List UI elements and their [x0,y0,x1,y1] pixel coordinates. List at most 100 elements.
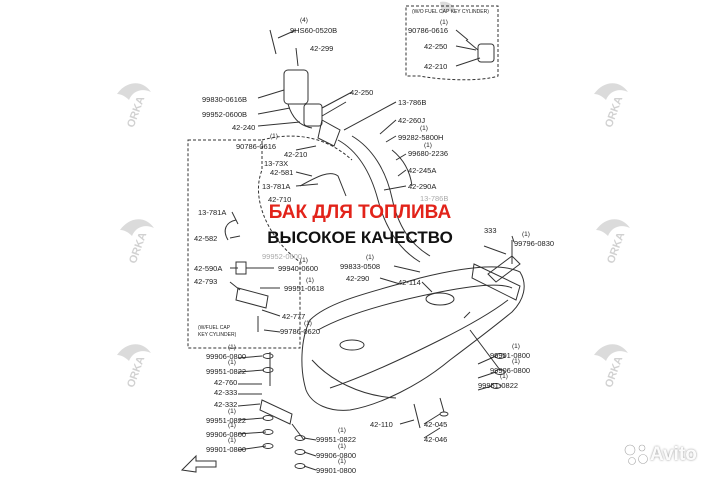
part-callout: 42-260J [398,116,426,125]
tank-side-ridge [329,299,509,389]
part-callout: 42-046 [424,435,448,444]
part-callout: 333 [484,226,497,235]
part-callout: 13-781A [262,182,291,191]
part-callout: 99951-0822 [206,416,247,425]
filler-neck [337,139,421,263]
part-callout: 42-290 [346,274,370,283]
pump-flange [425,292,455,306]
washer [262,415,274,421]
tank-body [301,266,525,411]
part-qty: (1) [338,458,346,465]
nut [262,429,274,435]
part-callout: 99901-0800 [490,351,531,360]
part-callout: 99833-0508 [340,262,381,271]
strap-lower [469,329,501,371]
part-callout: 99282-5800H [398,133,444,142]
part-qty: (1) [512,358,520,365]
bracket-right [487,255,521,283]
part-callout: 90786-0616 [408,26,449,35]
tank-lower-edge [311,359,397,399]
lower-bracket [235,287,269,309]
part-qty: (1) [440,19,448,26]
sender-flange [339,339,365,351]
part-callout: 13-73X [264,159,289,168]
part-qty: (1) [338,443,346,450]
part-callout: 42-760 [214,378,238,387]
part-callout: 42-045 [424,420,448,429]
part-qty: (1) [228,437,236,444]
bracket-left [259,399,293,425]
part-callout: 99951-0618 [284,284,325,293]
breather-hose [299,173,347,197]
part-callout: 42-210 [284,150,308,159]
part-callout: 42-299 [310,44,334,53]
part-qty: (1) [306,277,314,284]
part-callout: 42-250 [424,42,448,51]
part-qty: (1) [512,343,520,350]
part-callout: 99952-0600 [262,252,303,261]
part-qty: (1) [228,422,236,429]
part-callout: 42-110 [370,420,393,429]
part-qty: (1) [500,373,508,380]
part-callout: 42-710 [268,195,292,204]
headline-title: БАК ДЛЯ ТОПЛИВА [268,202,452,223]
left-hose [224,219,237,241]
part-callout: 99951-0822 [478,381,519,390]
part-callout: 99796-0830 [514,239,555,248]
part-qty: (1) [366,254,374,261]
part-callout: 42-332 [214,400,238,409]
avito-logo-icon [624,444,648,465]
part-callout: 99951-0822 [206,367,247,376]
box-left [187,139,301,349]
lock-body [317,119,341,147]
avito-watermark: Avito [650,444,697,465]
filler-neck-2 [351,135,431,257]
part-callout: 42-582 [194,234,218,243]
part-callout: 42-793 [194,277,218,286]
box-top-right [405,5,499,81]
strap-right [471,263,521,301]
nut [294,463,306,469]
tank-top-ridge [317,284,513,331]
box-left-note-1: (W/FUEL CAP [198,325,231,331]
box-top-note: (W/O FUEL CAP KEY CYLINDER) [412,9,489,15]
box-cap [477,43,495,63]
part-qty: (1) [304,320,312,327]
cap-lid [303,103,323,127]
part-callout: 99906-0800 [316,451,357,460]
part-callout: 9HS60-0520B [290,26,338,35]
part-callout: 42-333 [214,388,238,397]
arrow-front-icon [180,454,217,473]
nut [262,443,274,449]
part-callout: 13-786B [398,98,427,107]
part-callout: 99680-2236 [408,149,449,158]
part-qty: (1) [424,142,432,149]
box-left-note-2: KEY CYLINDER) [198,332,237,338]
part-callout: 99786-0620 [280,327,321,336]
part-callout: 42-245A [408,166,437,175]
part-qty: (4) [300,17,308,24]
washer [262,367,274,373]
part-callout: 99951-0822 [316,435,357,444]
top-bolt [269,29,277,55]
part-callout: 99906-0800 [206,352,247,361]
cap-bracket [287,103,313,129]
part-callout: 99906-0800 [206,430,247,439]
part-qty: (1) [420,125,428,132]
part-qty: (1) [228,359,236,366]
nut [262,353,274,359]
part-callout: 42-240 [232,123,256,132]
nut [494,369,506,375]
part-callout: 42-581 [270,168,294,177]
part-callout: 42-777 [282,312,306,321]
part-callout: 42-114 [398,278,421,287]
washer [490,383,502,389]
part-callout: 99906-0800 [490,366,531,375]
box-mid [261,135,353,161]
part-callout: 42-250 [350,88,374,97]
vent-hose [391,149,413,187]
washer [294,435,306,441]
part-qty: (1) [338,427,346,434]
